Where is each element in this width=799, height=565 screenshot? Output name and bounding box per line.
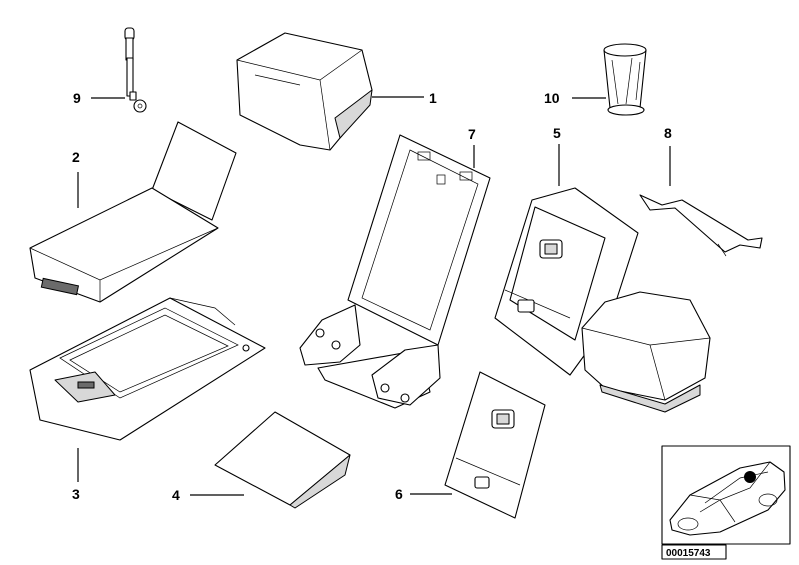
callout-9: 9: [73, 90, 81, 106]
callout-4: 4: [172, 487, 180, 503]
part-8-bracket: [639, 194, 763, 257]
through-load-bag: [581, 291, 711, 413]
reference-number: 00015743: [666, 548, 711, 559]
callout-6: 6: [395, 486, 403, 502]
part-9-gas-strut: [124, 27, 147, 113]
callout-10: 10: [544, 90, 560, 106]
callout-1: 1: [429, 90, 437, 106]
part-4-wedge-pad: [214, 411, 351, 509]
callout-7: 7: [468, 126, 476, 142]
callout-3: 3: [72, 486, 80, 502]
part-1-armrest-cushion: [236, 32, 373, 151]
vehicle-location-inset: [661, 445, 791, 545]
part-6-cover-panel: [444, 371, 546, 519]
callout-5: 5: [553, 125, 561, 141]
part-2-armrest-lid: [29, 121, 237, 303]
part-3-armrest-base: [29, 297, 266, 441]
callout-2: 2: [72, 149, 80, 165]
part-7-seat-frame: [299, 134, 491, 409]
location-marker-icon: [744, 471, 756, 483]
part-5-through-load-housing: [494, 187, 639, 376]
part-10-cup-holder: [603, 43, 647, 116]
callout-8: 8: [664, 125, 672, 141]
